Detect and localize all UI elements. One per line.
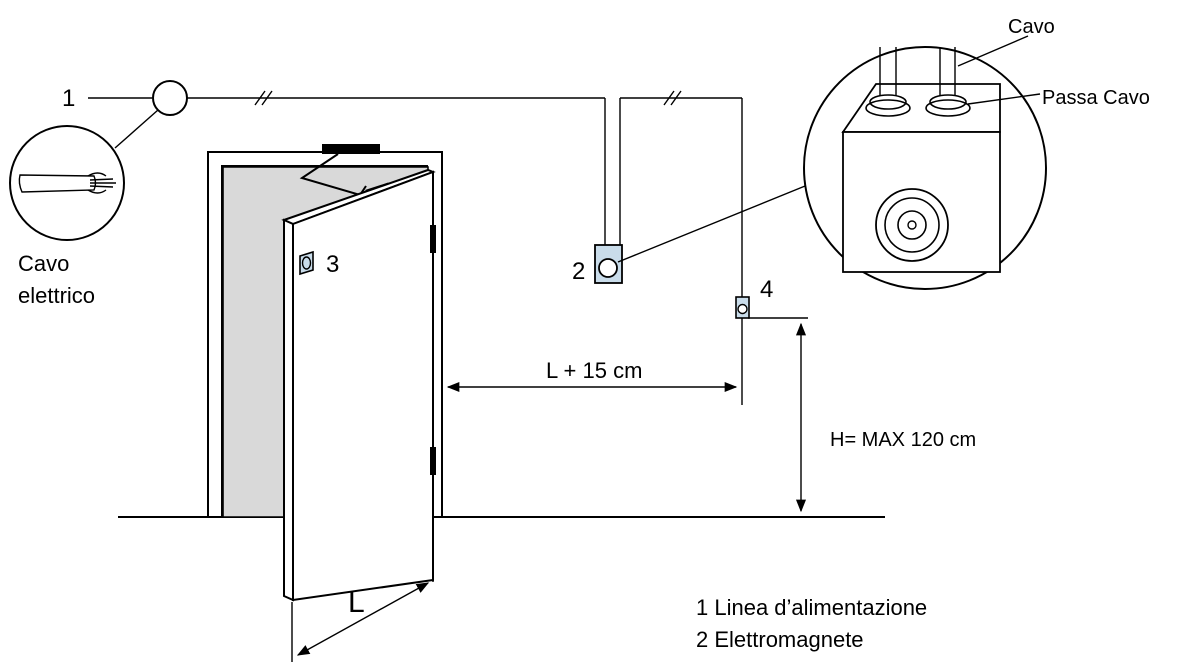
- label-4: 4: [760, 276, 773, 303]
- label-3: 3: [326, 251, 339, 278]
- label-passa-cavo: Passa Cavo: [1042, 87, 1150, 109]
- label-1: 1: [62, 85, 75, 112]
- label-height: H= MAX 120 cm: [830, 429, 976, 451]
- legend-item: 1 Linea d’alimentazione: [696, 595, 927, 620]
- door-plate-3: [299, 250, 314, 276]
- power-line: [88, 80, 743, 405]
- electromagnet-detail: [803, 35, 1047, 290]
- button-4: [735, 296, 750, 319]
- label-cavo-elettrico-1: Cavo: [18, 251, 69, 276]
- dimension-door-width: [296, 582, 430, 656]
- hinge-top: [430, 225, 436, 253]
- junction-circle: [152, 80, 188, 116]
- door-leaf: [281, 168, 436, 602]
- label-cavo-elettrico-2: elettrico: [18, 283, 95, 308]
- label-door-width: L: [348, 586, 365, 619]
- hinge-bottom: [430, 447, 436, 475]
- label-2: 2: [572, 258, 585, 285]
- cable-detail: [9, 125, 125, 241]
- label-cavo: Cavo: [1008, 16, 1055, 38]
- legend-item: 2 Elettromagnete: [696, 627, 864, 652]
- label-l-plus-15: L + 15 cm: [546, 358, 642, 383]
- electromagnet-2: [594, 183, 811, 284]
